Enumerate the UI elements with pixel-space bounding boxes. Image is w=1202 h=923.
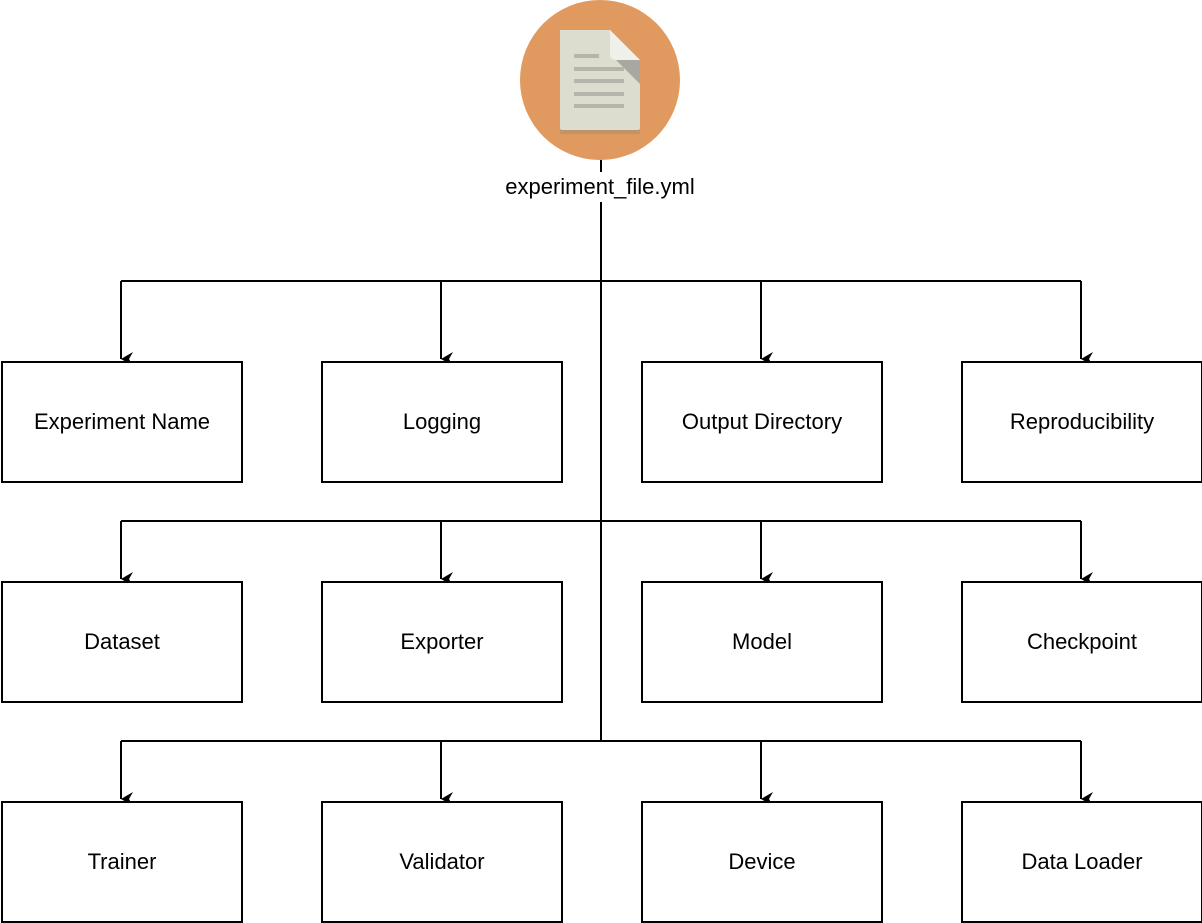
node-device: Device bbox=[641, 801, 883, 923]
document-icon bbox=[520, 0, 680, 160]
root-file-label: experiment_file.yml bbox=[440, 172, 760, 202]
node-data-loader: Data Loader bbox=[961, 801, 1202, 923]
node-experiment-name: Experiment Name bbox=[1, 361, 243, 483]
node-reproducibility: Reproducibility bbox=[961, 361, 1202, 483]
node-exporter: Exporter bbox=[321, 581, 563, 703]
node-trainer: Trainer bbox=[1, 801, 243, 923]
root-file-label-text: experiment_file.yml bbox=[503, 174, 697, 199]
connector-lines bbox=[120, 160, 1093, 806]
node-dataset: Dataset bbox=[1, 581, 243, 703]
node-model: Model bbox=[641, 581, 883, 703]
node-checkpoint: Checkpoint bbox=[961, 581, 1202, 703]
node-logging: Logging bbox=[321, 361, 563, 483]
node-output-directory: Output Directory bbox=[641, 361, 883, 483]
node-validator: Validator bbox=[321, 801, 563, 923]
